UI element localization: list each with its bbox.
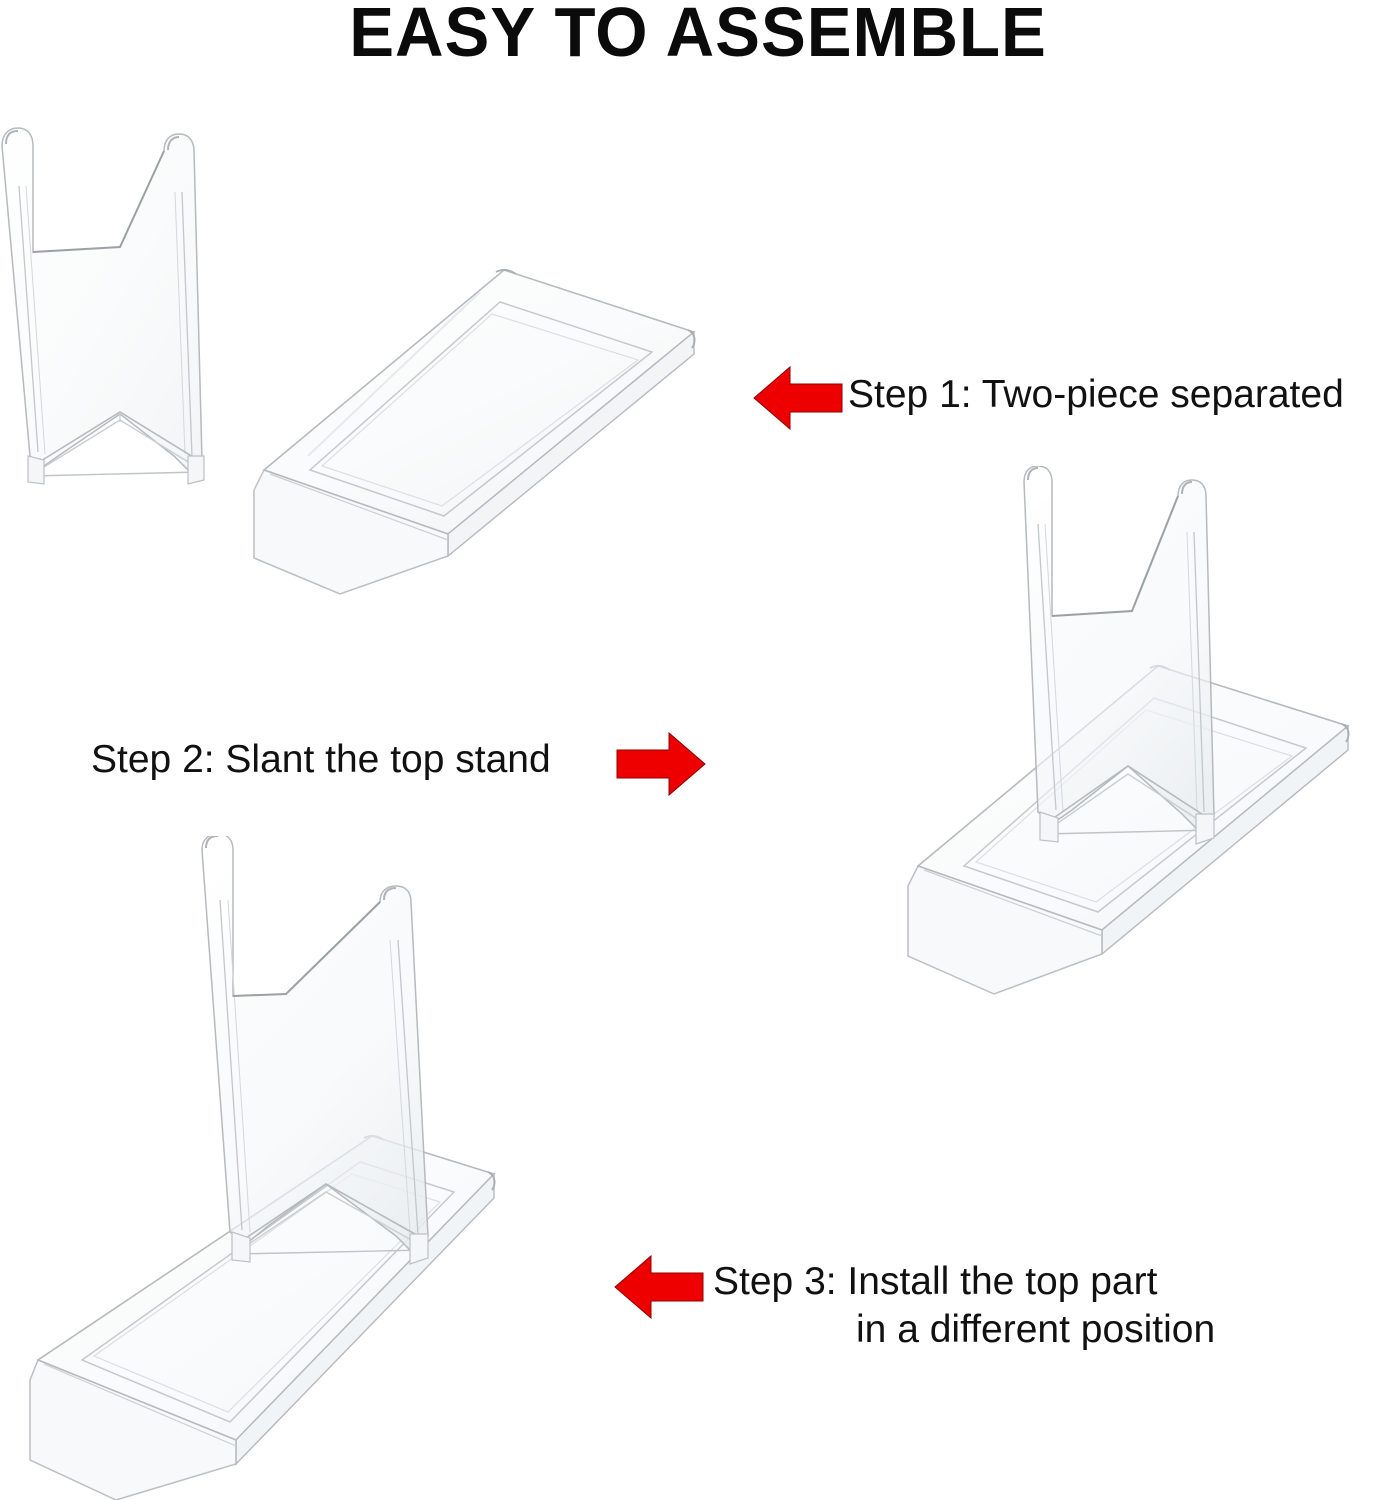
step-3-label-line1: Step 3: Install the top part bbox=[713, 1260, 1158, 1303]
arrow-left-icon bbox=[753, 365, 843, 431]
assembled-stand-upright bbox=[907, 466, 1350, 995]
step-3-label: Step 3: Install the top part in a differ… bbox=[713, 1258, 1215, 1354]
arrow-left-icon bbox=[614, 1254, 704, 1320]
assembled-stand-reclined bbox=[29, 836, 496, 1500]
arrow-right-icon bbox=[616, 731, 706, 797]
step-2-label: Step 2: Slant the top stand bbox=[91, 738, 551, 781]
acrylic-base-piece bbox=[253, 268, 696, 595]
step-3-label-line2: in a different position bbox=[856, 1308, 1216, 1351]
step-1-label: Step 1: Two-piece separated bbox=[848, 373, 1344, 416]
acrylic-top-piece bbox=[1, 127, 205, 485]
page-title: EASY TO ASSEMBLE bbox=[349, 0, 1047, 71]
